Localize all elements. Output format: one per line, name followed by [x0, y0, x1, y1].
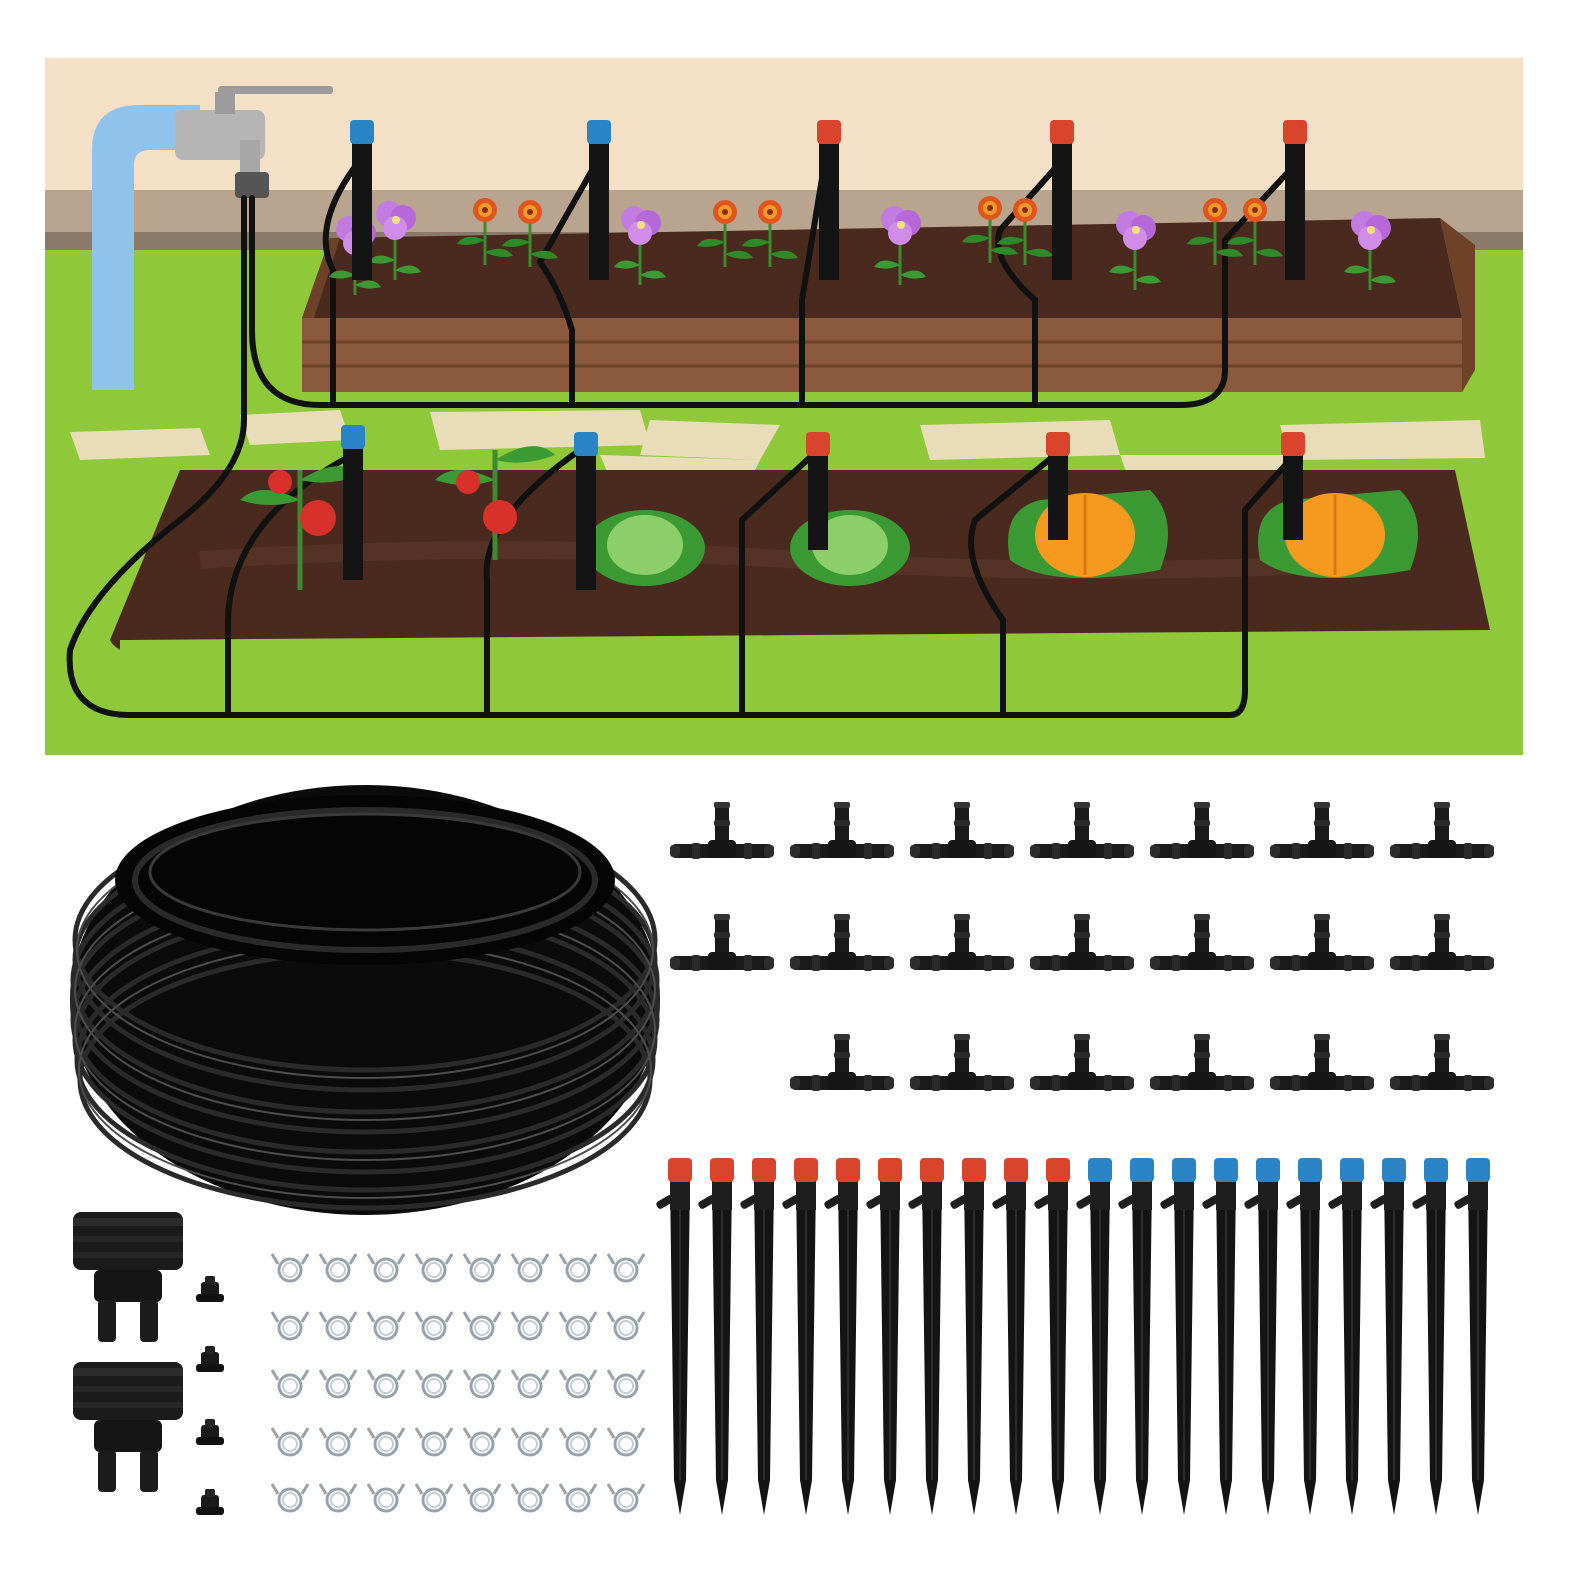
- dripper-stake-icon: [822, 1158, 860, 1516]
- drip-tubing: [66, 157, 1293, 718]
- dripper-stake-icon: [780, 1158, 818, 1516]
- stepping-stones: [70, 410, 1485, 482]
- garden-drip-irrigation-illustration: [45, 58, 1523, 755]
- dripper-stake-icon: [1368, 1158, 1406, 1516]
- tee-connector-icon: [670, 914, 774, 971]
- dripper-stake-icon: [1200, 1158, 1238, 1516]
- faucet-adapters: [73, 1212, 183, 1492]
- dripper-stake-icon: [1326, 1158, 1364, 1516]
- dripper-stake-icon: [1032, 1158, 1070, 1516]
- dripper-stake-icon: [1410, 1158, 1448, 1516]
- dripper-stake-icon: [654, 1158, 692, 1516]
- dripper-stake-icon: [1242, 1158, 1280, 1516]
- tee-connector-icon: [1150, 802, 1254, 859]
- dripper-stake-icon: [1074, 1158, 1112, 1516]
- dripper-stake-icon: [990, 1158, 1028, 1516]
- dripper-stake-icon: [1452, 1158, 1490, 1516]
- tee-connector-icon: [1030, 802, 1134, 859]
- end-plug-icon: [196, 1419, 224, 1445]
- tee-connector-icon: [1270, 914, 1374, 971]
- tee-connectors: [670, 802, 1494, 1091]
- tee-connector-icon: [1390, 914, 1494, 971]
- dripper-stake-icon: [948, 1158, 986, 1516]
- faucet: [92, 86, 333, 390]
- hose-clip-icon: [270, 1252, 646, 1513]
- tee-connector-icon: [1390, 802, 1494, 859]
- dripper-stakes: [654, 1158, 1490, 1516]
- faucet-adapter-icon: [73, 1362, 183, 1492]
- tee-connector-icon: [910, 1034, 1014, 1091]
- dripper-stake-icon: [864, 1158, 902, 1516]
- tee-connector-icon: [910, 802, 1014, 859]
- dripper-stake-icon: [1158, 1158, 1196, 1516]
- tee-connector-icon: [1150, 1034, 1254, 1091]
- faucet-adapter-icon: [73, 1212, 183, 1342]
- end-plug-icon: [196, 1276, 224, 1302]
- dripper-stake-icon: [738, 1158, 776, 1516]
- tee-connector-icon: [790, 802, 894, 859]
- tee-connector-icon: [1150, 914, 1254, 971]
- dripper-stake-icon: [1116, 1158, 1154, 1516]
- tee-connector-icon: [1270, 1034, 1374, 1091]
- tee-connector-icon: [1030, 1034, 1134, 1091]
- tee-connector-icon: [670, 802, 774, 859]
- tee-connector-icon: [1390, 1034, 1494, 1091]
- illustration-drippers: [341, 120, 1307, 590]
- tubing-coil-icon: [70, 785, 660, 1215]
- tee-connector-icon: [1270, 802, 1374, 859]
- hose-clips: [270, 1252, 646, 1513]
- end-plugs: [196, 1276, 224, 1515]
- tee-connector-icon: [910, 914, 1014, 971]
- dripper-stake-icon: [1284, 1158, 1322, 1516]
- end-plug-icon: [196, 1346, 224, 1372]
- end-plug-icon: [196, 1489, 224, 1515]
- tee-connector-icon: [790, 1034, 894, 1091]
- dripper-stake-icon: [696, 1158, 734, 1516]
- tee-connector-icon: [790, 914, 894, 971]
- tee-connector-icon: [1030, 914, 1134, 971]
- dripper-stake-icon: [906, 1158, 944, 1516]
